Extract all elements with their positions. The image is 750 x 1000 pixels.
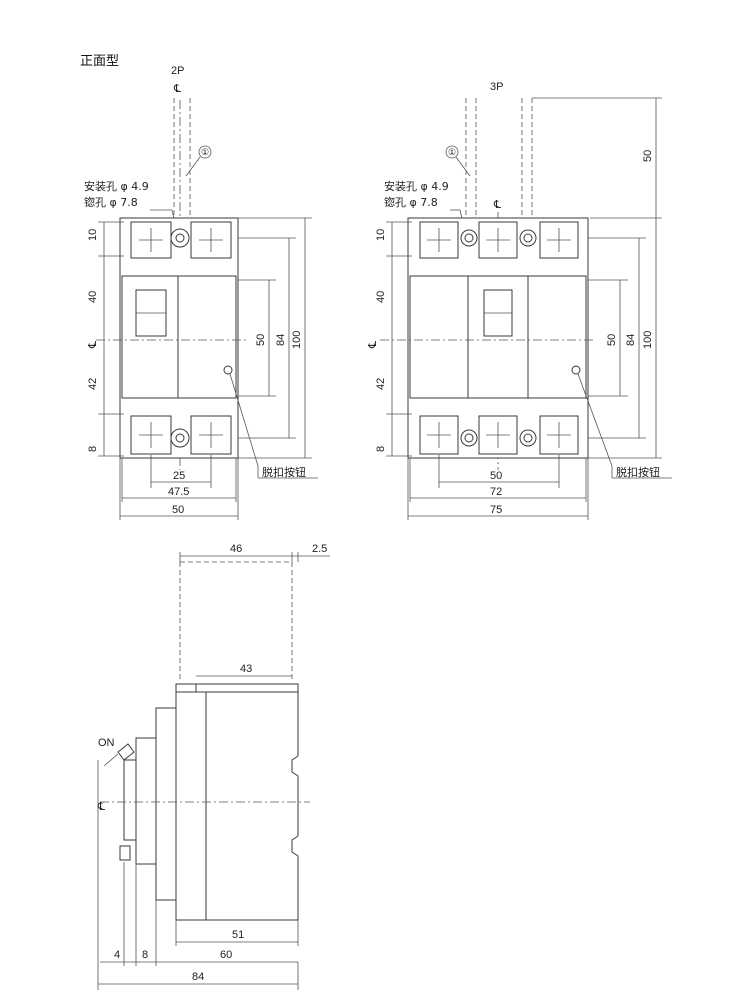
- dim-side-2-5: 2.5: [312, 543, 327, 555]
- dim-left-40-3p: 40: [375, 291, 387, 303]
- mount-hole-label-2p: 安装孔 φ 4.9: [84, 179, 149, 193]
- view-label-3p: 3P: [490, 81, 503, 93]
- on-label: ON: [98, 737, 115, 749]
- dim-right-84-3p: 84: [625, 334, 637, 346]
- dim-top-50-3p: 50: [642, 150, 654, 162]
- dim-left-40-2p: 40: [87, 291, 99, 303]
- trip-button-label-3p: 脱扣按钮: [616, 465, 660, 479]
- counterbore-label-3p: 锪孔 φ 7.8: [384, 196, 438, 209]
- side-view: 46 2.5 43 ON ℄ 51 4: [97, 543, 330, 990]
- dim-bottom-25-2p: 25: [173, 470, 185, 482]
- centerline-side: ℄: [97, 801, 105, 813]
- dim-left-8-2p: 8: [87, 446, 99, 452]
- dim-bottom-75-3p: 75: [490, 504, 502, 516]
- mount-hole-label-3p: 安装孔 φ 4.9: [384, 179, 449, 193]
- dim-right-84-2p: 84: [275, 334, 287, 346]
- front-view-2p: 2P ℄ ① 安装孔 φ 4.9 锪孔 φ 7.8: [84, 65, 318, 520]
- dim-bottom-50-3p: 50: [490, 470, 502, 482]
- centerline-symbol-2p: ℄: [173, 83, 181, 95]
- centerline-symbol-3p: ℄: [493, 199, 501, 211]
- dim-side-8: 8: [142, 949, 148, 961]
- dim-right-100-2p: 100: [291, 331, 303, 349]
- dim-left-10-2p: 10: [87, 229, 99, 241]
- dim-left-42-3p: 42: [375, 378, 387, 390]
- dim-left-42-2p: 42: [87, 378, 99, 390]
- callout-1-3p: ①: [448, 147, 456, 157]
- dim-side-43: 43: [240, 663, 252, 675]
- dim-bottom-47-5-2p: 47.5: [168, 486, 189, 498]
- dim-left-10-3p: 10: [375, 229, 387, 241]
- view-label-2p: 2P: [171, 65, 184, 77]
- dim-left-8-3p: 8: [375, 446, 387, 452]
- centerline-left-2p: ℄: [87, 341, 99, 349]
- dim-right-50-2p: 50: [255, 334, 267, 346]
- counterbore-label-2p: 锪孔 φ 7.8: [84, 196, 138, 209]
- dim-right-100-3p: 100: [642, 331, 654, 349]
- dim-side-60: 60: [220, 949, 232, 961]
- front-view-3p: 3P ℄ ① 50 安装孔 φ 4.9 锪孔 φ 7.8: [367, 81, 672, 520]
- callout-1-2p: ①: [201, 147, 209, 157]
- dim-right-50-3p: 50: [606, 334, 618, 346]
- dim-bottom-50-2p: 50: [172, 504, 184, 516]
- dim-side-51: 51: [232, 929, 244, 941]
- dim-side-84: 84: [192, 971, 204, 983]
- page-title: 正面型: [80, 54, 119, 69]
- dim-side-4: 4: [114, 949, 120, 961]
- dim-side-46: 46: [230, 543, 242, 555]
- centerline-left-3p: ℄: [367, 341, 379, 349]
- dim-bottom-72-3p: 72: [490, 486, 502, 498]
- trip-button-label-2p: 脱扣按钮: [262, 465, 306, 479]
